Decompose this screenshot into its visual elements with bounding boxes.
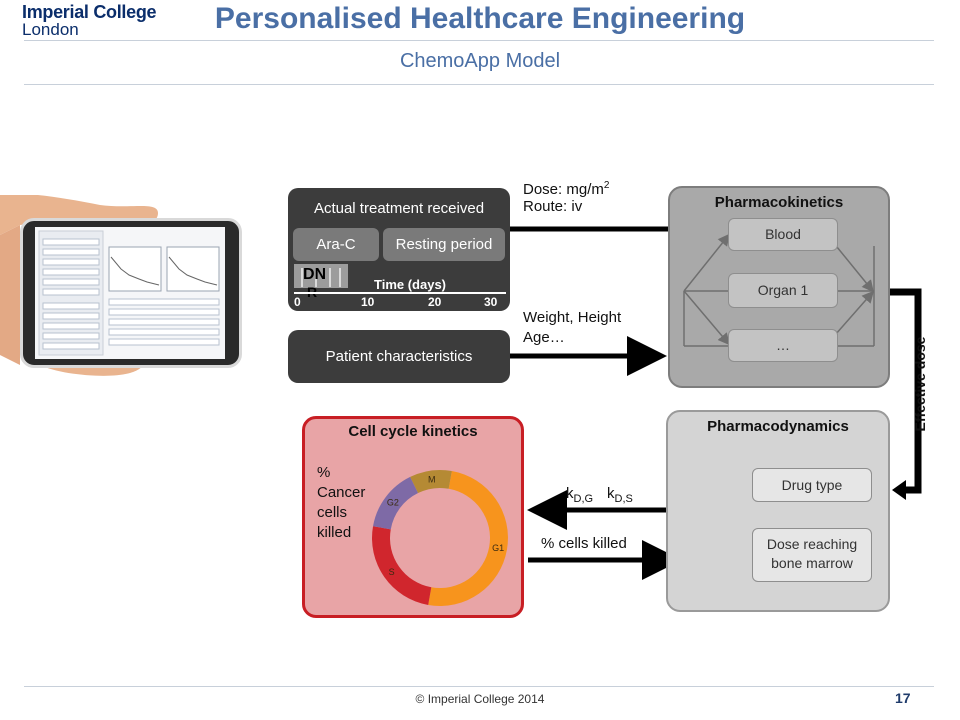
route-label: Route: iv xyxy=(523,198,583,215)
tablet-device xyxy=(20,218,242,368)
title-divider xyxy=(24,40,934,41)
treatment-box: Actual treatment received Ara-C Resting … xyxy=(288,188,510,311)
dosing-bars xyxy=(294,264,348,288)
k-dg-sub: D,G xyxy=(573,493,594,505)
time-axis-line xyxy=(294,292,506,294)
tick-30: 30 xyxy=(484,295,498,309)
patient-characteristics-box: Patient characteristics xyxy=(288,330,510,383)
tick-0: 0 xyxy=(294,295,301,309)
logo-line2: London xyxy=(22,20,79,39)
tick-10: 10 xyxy=(361,295,375,309)
logo-line1: Imperial College xyxy=(22,2,157,22)
dose-arrows xyxy=(301,268,341,287)
k-ds-main: k xyxy=(607,485,615,502)
ara-c-block: Ara-C xyxy=(293,228,379,261)
resting-period-block: Resting period xyxy=(383,228,505,261)
dose-label: Dose: mg/m2 xyxy=(523,176,609,199)
phase-segment-s xyxy=(372,526,432,605)
ccl-line3: cells xyxy=(317,504,348,521)
node-ellipsis: … xyxy=(728,329,838,362)
k-dg-main: k xyxy=(566,485,574,502)
drug-type-node: Drug type xyxy=(752,468,872,502)
tick-20: 20 xyxy=(428,295,442,309)
age-label: Age… xyxy=(523,329,565,346)
cells-killed-label: % cells killed xyxy=(541,535,627,552)
dose-reaching-line2: bone marrow xyxy=(771,555,853,571)
node-organ-1: Organ 1 xyxy=(728,273,838,308)
cell-cycle-donut: G1S G2 M xyxy=(372,470,508,606)
cell-cycle-title: Cell cycle kinetics xyxy=(348,423,478,440)
page-number: 17 xyxy=(895,690,911,706)
page-title: Personalised Healthcare Engineering xyxy=(214,2,746,35)
k-dg-label: kD,G xyxy=(566,484,593,509)
dose-sup: 2 xyxy=(603,180,610,191)
effective-dose-label: Effective dose xyxy=(912,336,928,432)
subtitle-divider xyxy=(24,84,934,85)
weight-height-label: Weight, Height xyxy=(523,309,622,326)
phase-segment-g2 xyxy=(373,476,419,530)
page-subtitle: ChemoApp Model xyxy=(399,50,561,72)
phase-label-s: S xyxy=(389,567,395,577)
phase-label-g1: G1 xyxy=(492,543,504,553)
dose-reaching-node: Dose reaching bone marrow xyxy=(752,528,872,582)
pharmacokinetics-title: Pharmacokinetics xyxy=(714,194,844,211)
k-ds-label: kD,S xyxy=(607,484,633,509)
ccl-line4: killed xyxy=(317,524,352,541)
copyright: © Imperial College 2014 xyxy=(415,692,545,706)
ccl-line2: Cancer xyxy=(317,484,366,501)
phase-segment-g1 xyxy=(428,471,508,606)
node-blood: Blood xyxy=(728,218,838,251)
app-screenshot xyxy=(35,227,225,359)
k-ds-sub: D,S xyxy=(614,493,633,505)
dose-units: Dose: mg/m xyxy=(523,181,604,198)
time-axis-label: Time (days) xyxy=(374,277,447,292)
phase-label-g2: G2 xyxy=(387,497,399,507)
treatment-title: Actual treatment received xyxy=(313,200,485,217)
app-screenshot-graphics xyxy=(38,230,220,356)
phase-label-m: M xyxy=(428,475,436,485)
footer-divider xyxy=(24,686,934,687)
pharmacodynamics-title: Pharmacodynamics xyxy=(707,418,849,435)
ccl-line1: % xyxy=(317,464,331,481)
dose-reaching-line1: Dose reaching xyxy=(766,536,858,552)
cancer-cells-killed-label: % Cancer cells killed xyxy=(317,463,365,543)
phase-segment-m xyxy=(410,470,452,494)
dn-label: DN xyxy=(303,266,327,283)
